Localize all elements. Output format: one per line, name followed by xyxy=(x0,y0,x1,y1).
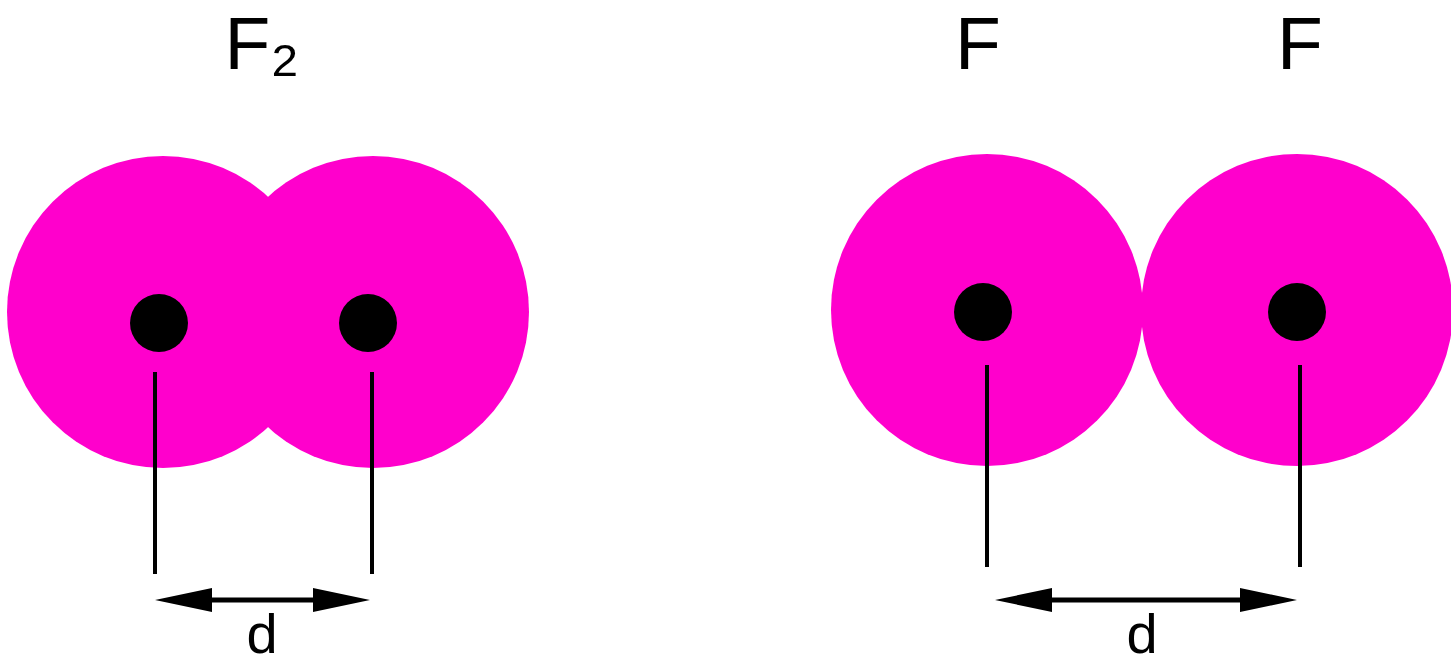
nucleus-dot xyxy=(1268,283,1326,341)
arrowhead xyxy=(995,588,1052,612)
reference-line xyxy=(985,365,989,567)
dimension-line xyxy=(1030,598,1260,603)
atom-symbol-box: F xyxy=(955,6,1001,81)
reference-line xyxy=(1298,365,1302,567)
atom-symbol: F xyxy=(1277,1,1323,85)
distance-label: d xyxy=(246,602,277,664)
arrowhead xyxy=(313,588,370,612)
nucleus-dot xyxy=(130,294,188,352)
electron-cloud xyxy=(1141,154,1451,466)
atom-symbol: F xyxy=(955,1,1001,85)
nucleus-dot xyxy=(339,294,397,352)
arrowhead xyxy=(155,588,212,612)
reference-line xyxy=(153,372,157,574)
molecule-formula-box: F₂ xyxy=(225,6,300,81)
reference-line xyxy=(370,372,374,574)
separate-atoms xyxy=(831,154,1451,612)
atom-symbol-box: F xyxy=(1277,6,1323,81)
nucleus-dot xyxy=(954,283,1012,341)
distance-label-box: d xyxy=(1126,606,1157,662)
f2-molecule xyxy=(7,156,529,612)
arrowhead xyxy=(1240,588,1297,612)
molecule-formula: F₂ xyxy=(225,1,300,85)
distance-label: d xyxy=(1126,602,1157,664)
distance-label-box: d xyxy=(246,606,277,662)
